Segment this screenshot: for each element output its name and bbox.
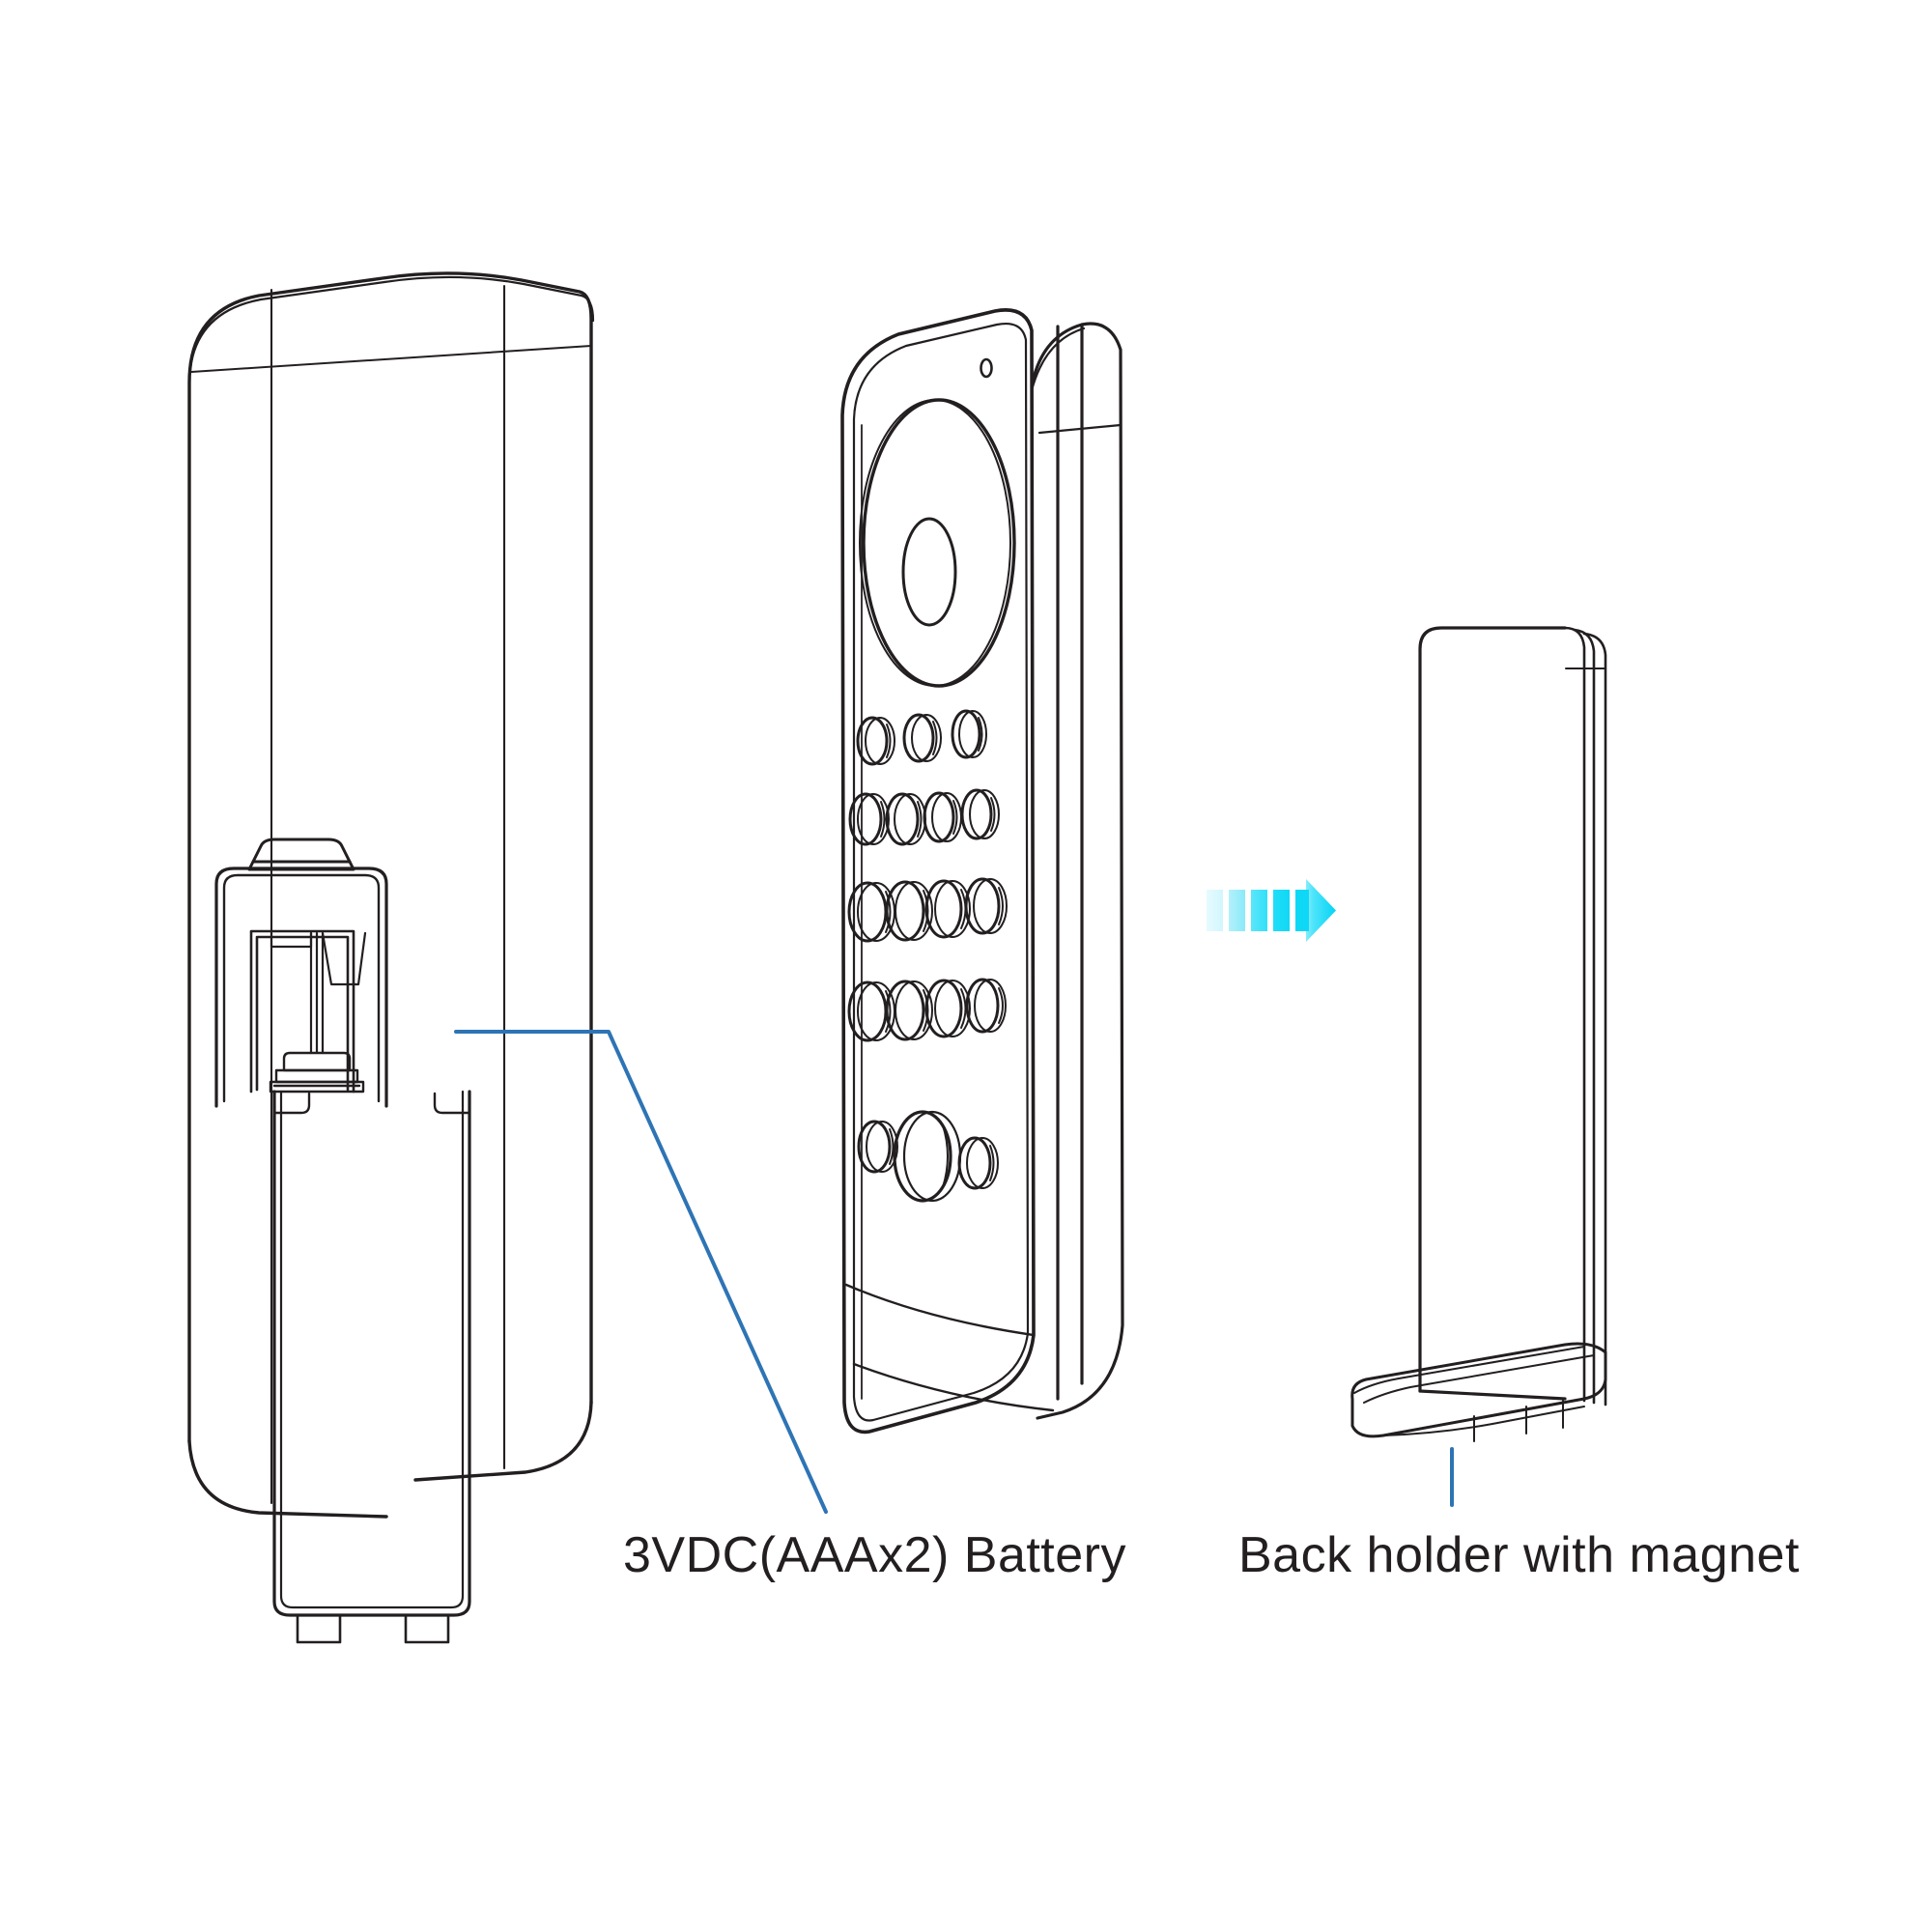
battery-contact-right [321, 931, 367, 986]
battery-compartment-frame [214, 867, 388, 1108]
key-button-small-left [857, 1120, 898, 1174]
remote-front-view [840, 308, 1124, 1435]
key-button [924, 979, 971, 1038]
navigation-ring [859, 398, 1016, 688]
battery-cover-tab [247, 838, 355, 871]
keypad-row-2 [848, 788, 1000, 846]
key-button [964, 877, 1008, 935]
arrow-segment-3 [1251, 890, 1267, 931]
remote-side-thickness [1030, 322, 1124, 1420]
holder-magnet-base-edge [1382, 1406, 1585, 1436]
key-button [923, 791, 962, 843]
holder-face-plate [1418, 626, 1567, 1401]
arrow-shaft [1295, 890, 1309, 931]
battery-recess [249, 929, 355, 1094]
callout-leader-battery [454, 1030, 828, 1514]
back-panel-seams [270, 284, 506, 1505]
back-shell-outline [187, 271, 593, 1519]
keypad-row-5 [857, 1110, 999, 1203]
keypad [847, 709, 1008, 1203]
arrow-segment-1 [1207, 890, 1223, 931]
keypad-row-4 [847, 978, 1007, 1042]
callout-label-holder: Back holder with magnet [1238, 1527, 1800, 1583]
remote-front-face-bevel [852, 323, 1030, 1422]
holder-magnet-base [1350, 1342, 1607, 1442]
holder-magnet-base-front [1351, 1400, 1564, 1442]
back-top-edge-arc [187, 275, 595, 386]
battery-cover-plate-inner [279, 1090, 465, 1609]
key-button-large-center [893, 1110, 962, 1203]
remote-bottom-taper [844, 1283, 1055, 1412]
battery-cover-feet [296, 1613, 450, 1644]
key-button [902, 713, 942, 763]
led-indicator [980, 357, 993, 379]
key-button [965, 978, 1007, 1034]
callout-label-battery: 3VDC(AAAx2) Battery [623, 1527, 1126, 1583]
key-button [951, 709, 987, 759]
remote-side-top-arc [1030, 327, 1122, 435]
holder-magnet-base-top [1353, 1346, 1595, 1404]
arrow-segment-4 [1273, 890, 1290, 931]
key-button-small-right [957, 1136, 999, 1190]
navigation-center-button [901, 517, 957, 627]
back-holder-view [1350, 626, 1607, 1442]
key-button [847, 881, 895, 943]
battery-compartment [214, 838, 388, 1108]
key-button [848, 792, 890, 846]
battery-contact-left [270, 931, 313, 949]
battery-latch-stack [269, 1051, 365, 1094]
battery-cover-plate [272, 1090, 471, 1644]
battery-cover-top-notch [272, 1092, 471, 1115]
battery-divider-rail [309, 931, 325, 1055]
remote-back-view [187, 271, 595, 1644]
back-top-seam [190, 345, 592, 373]
keypad-row-3 [847, 877, 1008, 943]
key-button [885, 792, 926, 846]
key-button [856, 716, 895, 766]
battery-compartment-frame-inner [222, 873, 381, 1103]
assembly-direction-arrow [1207, 879, 1336, 942]
key-button [960, 788, 1000, 840]
holder-edge-thickness [1563, 626, 1607, 1406]
arrow-segment-2 [1229, 890, 1245, 931]
keypad-row-1 [856, 709, 987, 766]
